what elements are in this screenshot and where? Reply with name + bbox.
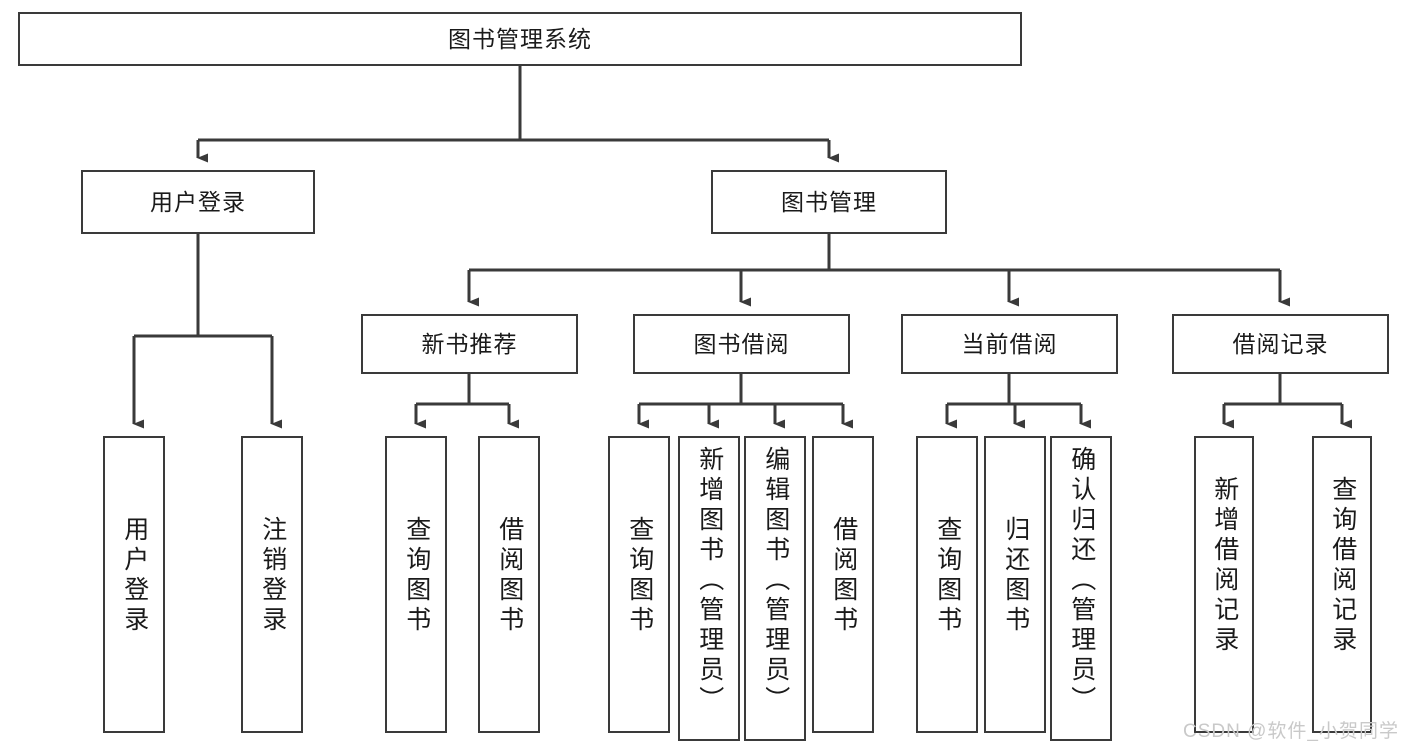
- leaf-borrow-book-2[interactable]: 借阅图书: [812, 436, 874, 733]
- node-user-login[interactable]: 用户登录: [81, 170, 315, 234]
- node-current-borrow[interactable]: 当前借阅: [901, 314, 1118, 374]
- leaf-add-record[interactable]: 新增借阅记录: [1194, 436, 1254, 733]
- node-root-label: 图书管理系统: [448, 25, 592, 52]
- node-borrow-record[interactable]: 借阅记录: [1172, 314, 1389, 374]
- leaf-edit-book-label: 编辑图书（管理员）: [761, 446, 790, 716]
- node-user-login-label: 用户登录: [150, 188, 246, 215]
- node-book-manage[interactable]: 图书管理: [711, 170, 947, 234]
- node-book-borrow-label: 图书借阅: [693, 330, 790, 357]
- node-borrow-record-label: 借阅记录: [1232, 330, 1329, 357]
- leaf-user-login-label: 用户登录: [120, 516, 149, 636]
- watermark-text: CSDN @软件_小贺同学: [1183, 721, 1399, 742]
- node-new-book-rec-label: 新书推荐: [421, 330, 518, 357]
- leaf-query-book-1-label: 查询图书: [402, 516, 431, 636]
- leaf-borrow-book-2-label: 借阅图书: [829, 516, 858, 636]
- leaf-query-book-3-label: 查询图书: [933, 516, 962, 636]
- leaf-add-book[interactable]: 新增图书（管理员）: [678, 436, 740, 741]
- leaf-borrow-book-1[interactable]: 借阅图书: [478, 436, 540, 733]
- leaf-add-record-label: 新增借阅记录: [1210, 476, 1239, 656]
- leaf-return-book[interactable]: 归还图书: [984, 436, 1046, 733]
- leaf-user-logout-label: 注销登录: [258, 516, 287, 636]
- leaf-user-login[interactable]: 用户登录: [103, 436, 165, 733]
- leaf-edit-book[interactable]: 编辑图书（管理员）: [744, 436, 806, 741]
- node-book-manage-label: 图书管理: [781, 188, 877, 215]
- leaf-add-book-label: 新增图书（管理员）: [695, 446, 724, 716]
- leaf-return-book-label: 归还图书: [1001, 516, 1030, 636]
- node-root[interactable]: 图书管理系统: [18, 12, 1022, 66]
- node-book-borrow[interactable]: 图书借阅: [633, 314, 850, 374]
- node-new-book-rec[interactable]: 新书推荐: [361, 314, 578, 374]
- leaf-query-book-2[interactable]: 查询图书: [608, 436, 670, 733]
- leaf-confirm-return-label: 确认归还（管理员）: [1067, 446, 1096, 716]
- node-current-borrow-label: 当前借阅: [961, 330, 1058, 357]
- leaf-query-record[interactable]: 查询借阅记录: [1312, 436, 1372, 733]
- leaf-user-logout[interactable]: 注销登录: [241, 436, 303, 733]
- leaf-query-book-3[interactable]: 查询图书: [916, 436, 978, 733]
- leaf-query-book-1[interactable]: 查询图书: [385, 436, 447, 733]
- leaf-borrow-book-1-label: 借阅图书: [495, 516, 524, 636]
- leaf-query-book-2-label: 查询图书: [625, 516, 654, 636]
- leaf-confirm-return[interactable]: 确认归还（管理员）: [1050, 436, 1112, 741]
- leaf-query-record-label: 查询借阅记录: [1328, 476, 1357, 656]
